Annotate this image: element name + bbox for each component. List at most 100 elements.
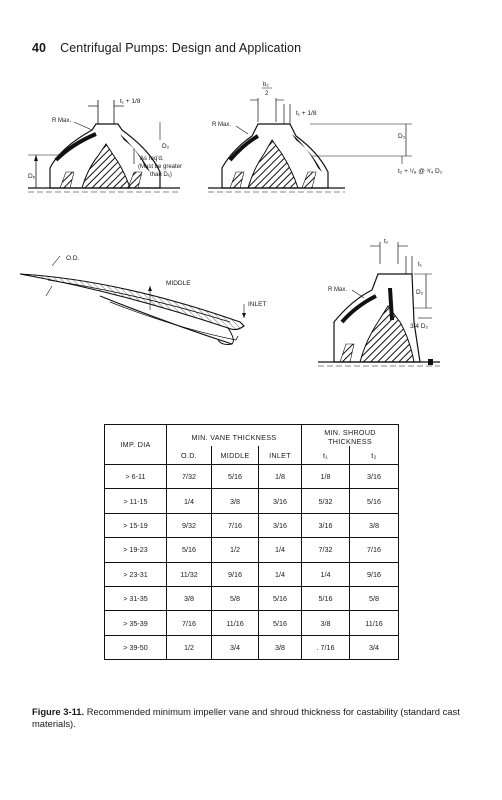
cell-t2: 3/16 [349, 463, 399, 490]
cell-t2: 9/16 [349, 561, 399, 587]
cell-t1: 7/32 [301, 537, 350, 563]
shroud-section: t₂ t₁ R Max. D₂ 3/4 D₂ [318, 238, 440, 367]
label-middle: MIDDLE [166, 280, 191, 287]
cell-middle: 5/8 [211, 585, 259, 612]
cell-t1: 5/16 [301, 585, 350, 612]
cell-middle: 5/16 [211, 463, 259, 490]
cell-od: 1/4 [166, 488, 212, 514]
label-rmax-shroud: R Max. [328, 287, 347, 293]
cell-inlet: 3/8 [258, 634, 302, 661]
cell-od: 9/32 [166, 512, 212, 539]
cell-od: 5/16 [166, 537, 212, 563]
cell-t1: 1/4 [301, 561, 350, 587]
label-must-be: (Must be greater [138, 164, 182, 170]
cell-middle: 11/16 [211, 610, 259, 636]
page-number: 40 [32, 41, 47, 55]
label-d2-right: D₂ [398, 133, 406, 140]
cell-inlet: 5/16 [258, 610, 302, 636]
cell-od: 11/32 [166, 561, 212, 587]
label-b2-den: 2 [265, 91, 269, 97]
cell-imp: > 11-15 [104, 488, 167, 514]
label-t1: t₁ [418, 261, 423, 268]
label-rmax-left: R Max. [52, 118, 71, 124]
cell-od: 3/8 [166, 585, 212, 612]
header-middle: MIDDLE [211, 446, 259, 465]
label-t1-left: t₁ + 1/8 [120, 98, 141, 105]
cell-middle: 3/4 [211, 634, 259, 661]
cell-od: 1/2 [166, 634, 212, 661]
table-row: > 11-15 1/4 3/8 3/16 5/32 5/16 [104, 488, 399, 514]
cell-t2: 3/8 [349, 512, 399, 539]
cell-t2: 5/8 [349, 585, 399, 612]
cell-middle: 3/8 [211, 488, 259, 514]
cell-imp: > 35-39 [104, 610, 167, 636]
cell-t1: . 7/16 [301, 634, 350, 661]
header-min-shroud: MIN. SHROUD THICKNESS [301, 424, 399, 446]
header-od: O.D. [166, 446, 212, 465]
cell-middle: 1/2 [211, 537, 259, 563]
label-d2-shroud: D₂ [416, 289, 424, 296]
cell-imp: > 31-35 [104, 585, 167, 612]
cell-t2: 11/16 [349, 610, 399, 636]
cell-imp: > 6-11 [104, 463, 167, 490]
cell-od: 7/16 [166, 610, 212, 636]
header-min-shroud-line2: THICKNESS [328, 437, 372, 446]
cell-imp: > 15-19 [104, 512, 167, 539]
label-t2-formula: t₂ + ¹/₈ @ ³/₄ D₂ [398, 168, 443, 175]
label-od: O.D. [66, 255, 80, 262]
header-min-vane: MIN. VANE THICKNESS [166, 424, 302, 446]
label-than-de: than Dₑ) [150, 172, 172, 178]
vane-shroud-thickness-table: IMP. DIA MIN. VANE THICKNESS MIN. SHROUD… [104, 424, 399, 661]
label-t1-right: t₁ + 1/8 [296, 110, 317, 117]
table-row: > 15-19 9/32 7/16 3/16 3/16 3/8 [104, 512, 399, 539]
label-rmax-right: R Max. [212, 122, 231, 128]
figure-label: Figure 3-11. [32, 706, 85, 717]
figure-caption: Figure 3-11. Recommended minimum impelle… [32, 706, 462, 730]
book-title: Centrifugal Pumps: Design and Applicatio… [60, 41, 302, 55]
cell-inlet: 5/16 [258, 585, 302, 612]
table-row: > 23-31 11/32 9/16 1/4 1/4 9/16 [104, 561, 399, 587]
cell-imp: > 39-50 [104, 634, 167, 661]
header-imp-dia: IMP. DIA [104, 424, 167, 465]
cell-od: 7/32 [166, 463, 212, 490]
cell-t1: 5/32 [301, 488, 350, 514]
cell-t2: 7/16 [349, 537, 399, 563]
label-t2: t₂ [384, 238, 389, 245]
table-row: > 39-50 1/2 3/4 3/8 . 7/16 3/4 [104, 634, 399, 661]
cell-t1: 3/8 [301, 610, 350, 636]
label-as-reqd: As req'd. [140, 156, 164, 162]
cell-inlet: 3/16 [258, 488, 302, 514]
cell-middle: 9/16 [211, 561, 259, 587]
impeller-diagrams: t₁ + 1/8 R Max. Dₑ D₂ [19, 82, 443, 367]
cell-t2: 3/4 [349, 634, 399, 661]
cell-inlet: 3/16 [258, 512, 302, 539]
cell-t1: 3/16 [301, 512, 350, 539]
page-header: 40 Centrifugal Pumps: Design and Applicat… [32, 41, 301, 55]
table-row: > 6-11 7/32 5/16 1/8 1/8 3/16 [104, 463, 399, 490]
label-three-quarter-d2: 3/4 D₂ [410, 323, 429, 330]
impeller-section-right: b₂ 2 t₁ + 1/8 R Max. [208, 82, 443, 193]
label-d2-left: D₂ [162, 143, 170, 150]
thickness-table-wrap: IMP. DIA MIN. VANE THICKNESS MIN. SHROUD… [104, 424, 399, 661]
figure-caption-text: Recommended minimum impeller vane and sh… [32, 706, 460, 729]
cell-inlet: 1/8 [258, 463, 302, 490]
table-row: > 35-39 7/16 11/16 5/16 3/8 11/16 [104, 610, 399, 636]
header-t2: t₂ [349, 446, 399, 465]
cell-imp: > 23-31 [104, 561, 167, 587]
cell-inlet: 1/4 [258, 537, 302, 563]
cell-inlet: 1/4 [258, 561, 302, 587]
table-row: > 31-35 3/8 5/8 5/16 5/16 5/8 [104, 585, 399, 612]
label-inlet: INLET [248, 301, 266, 308]
impeller-section-left: t₁ + 1/8 R Max. Dₑ D₂ [28, 98, 182, 193]
cell-t1: 1/8 [301, 463, 350, 490]
header-t1: t₁ [301, 446, 350, 465]
cell-middle: 7/16 [211, 512, 259, 539]
cell-t2: 5/16 [349, 488, 399, 514]
label-b2: b₂ [263, 82, 269, 88]
label-de: Dₑ [28, 173, 36, 180]
table-row: > 19-23 5/16 1/2 1/4 7/32 7/16 [104, 537, 399, 563]
vane-profile: O.D. MIDDLE INLET [19, 255, 266, 345]
header-min-shroud-line1: MIN. SHROUD [324, 428, 376, 437]
cell-imp: > 19-23 [104, 537, 167, 563]
